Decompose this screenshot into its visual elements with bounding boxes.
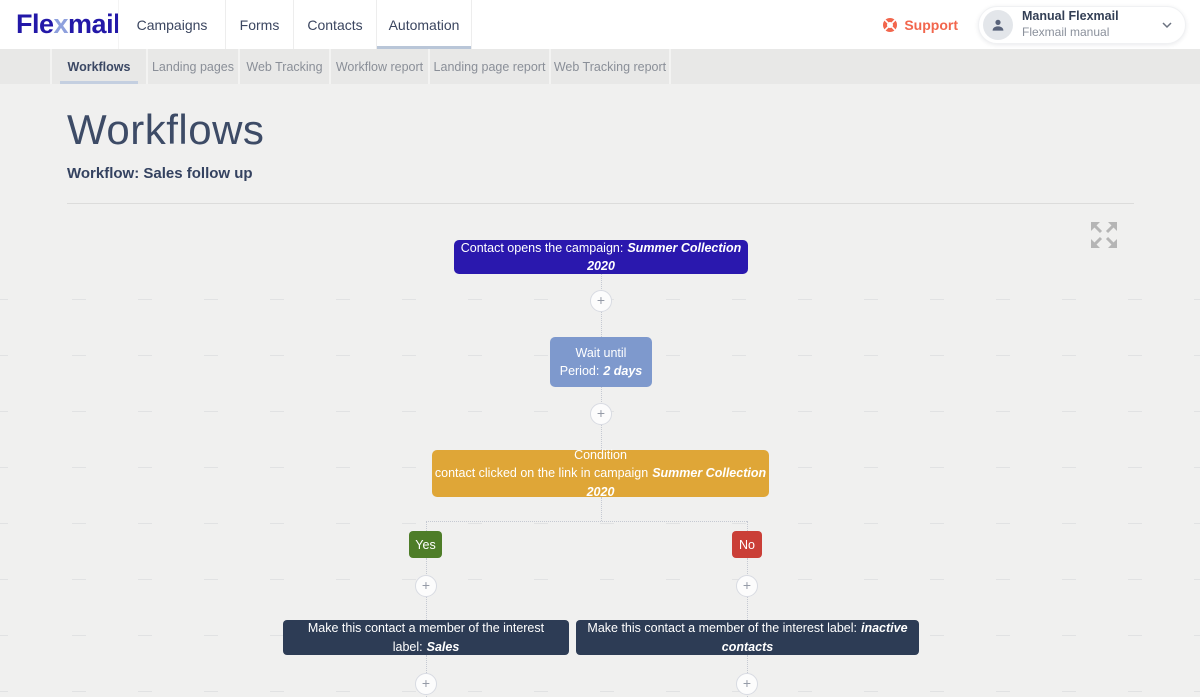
- nav-label: Contacts: [307, 16, 363, 33]
- connector-condition-branch: [601, 497, 602, 521]
- nav-item-contacts[interactable]: Contacts: [294, 0, 377, 49]
- condition-title: Condition: [574, 448, 627, 463]
- plus-icon: +: [742, 577, 752, 593]
- connector-branch-no: [747, 521, 748, 531]
- tab-landing-page-report[interactable]: Landing page report: [430, 49, 551, 84]
- tab-web-tracking-report[interactable]: Web Tracking report: [551, 49, 671, 84]
- action-yes-text: Make this contact a member of the intere…: [307, 621, 545, 654]
- condition-node[interactable]: Condition contact clicked on the link in…: [432, 448, 769, 499]
- add-step-button[interactable]: +: [736, 673, 758, 695]
- plus-icon: +: [596, 405, 606, 421]
- wait-title: Wait until: [575, 345, 627, 360]
- nav-label: Automation: [388, 16, 460, 33]
- avatar: [983, 9, 1013, 40]
- support-button[interactable]: Support: [882, 17, 958, 33]
- user-name: Manual Flexmail: [1022, 9, 1119, 24]
- tab-label: Workflows: [67, 59, 131, 74]
- top-nav: Flexmail Campaigns Forms Contacts Automa…: [0, 0, 1200, 49]
- tab-web-tracking[interactable]: Web Tracking: [240, 49, 331, 84]
- user-menu[interactable]: Manual Flexmail Flexmail manual: [978, 5, 1186, 44]
- page-title: Workflows: [67, 106, 265, 153]
- trigger-text: Contact opens the campaign:Summer Collec…: [460, 240, 742, 273]
- support-label: Support: [904, 16, 958, 33]
- branch-yes-badge[interactable]: Yes: [409, 531, 442, 558]
- subnav-spacer: [0, 49, 50, 84]
- plus-icon: +: [421, 675, 431, 691]
- action-no-text: Make this contact a member of the intere…: [587, 621, 908, 654]
- expand-canvas-icon[interactable]: [1088, 220, 1120, 250]
- header-right: Support Manual Flexmail Flexmail manual: [882, 0, 1200, 49]
- nav-label: Forms: [239, 16, 280, 33]
- wait-node[interactable]: Wait until Period:2 days: [550, 337, 652, 387]
- sub-nav: Workflows Landing pages Web Tracking Wor…: [0, 49, 1200, 84]
- workflow-name-label: Workflow: Sales follow up: [67, 165, 253, 182]
- tab-workflow-report[interactable]: Workflow report: [331, 49, 430, 84]
- tab-label: Landing page report: [433, 59, 546, 74]
- action-node-no[interactable]: Make this contact a member of the intere…: [576, 620, 919, 655]
- add-step-button[interactable]: +: [415, 575, 437, 597]
- workflow-canvas[interactable]: Contact opens the campaign:Summer Collec…: [0, 204, 1200, 697]
- tab-label: Web Tracking report: [553, 59, 667, 74]
- wait-period: Period:2 days: [559, 364, 643, 378]
- connector-branch-yes: [426, 521, 427, 531]
- add-step-button[interactable]: +: [736, 575, 758, 597]
- no-label: No: [739, 537, 755, 552]
- yes-label: Yes: [415, 537, 436, 552]
- logo-text: Flexmail: [16, 9, 121, 39]
- branch-no-badge[interactable]: No: [732, 531, 762, 558]
- action-node-yes[interactable]: Make this contact a member of the intere…: [283, 620, 569, 655]
- nav-label: Campaigns: [136, 16, 208, 33]
- tab-label: Web Tracking: [246, 59, 323, 74]
- lifebuoy-icon: [882, 17, 898, 33]
- connector-branch-horizontal: [426, 521, 747, 522]
- user-info: Manual Flexmail Flexmail manual: [1022, 9, 1157, 40]
- tab-landing-pages[interactable]: Landing pages: [148, 49, 240, 84]
- user-subtitle: Flexmail manual: [1022, 24, 1110, 39]
- nav-item-forms[interactable]: Forms: [226, 0, 294, 49]
- trigger-node[interactable]: Contact opens the campaign:Summer Collec…: [454, 240, 748, 274]
- main-nav: Campaigns Forms Contacts Automation: [118, 0, 472, 49]
- plus-icon: +: [742, 675, 752, 691]
- add-step-button[interactable]: +: [590, 290, 612, 312]
- nav-item-campaigns[interactable]: Campaigns: [118, 0, 226, 49]
- add-step-button[interactable]: +: [415, 673, 437, 695]
- nav-item-automation[interactable]: Automation: [377, 0, 472, 49]
- main-content: Workflows Workflow: Sales follow up: [0, 84, 1200, 697]
- tab-label: Landing pages: [151, 59, 235, 74]
- plus-icon: +: [596, 292, 606, 308]
- chevron-down-icon[interactable]: [1161, 21, 1173, 29]
- flexmail-logo[interactable]: Flexmail: [0, 0, 121, 49]
- plus-icon: +: [421, 577, 431, 593]
- tab-workflows[interactable]: Workflows: [50, 49, 148, 84]
- tab-label: Workflow report: [335, 59, 424, 74]
- divider: [67, 203, 1134, 204]
- add-step-button[interactable]: +: [590, 403, 612, 425]
